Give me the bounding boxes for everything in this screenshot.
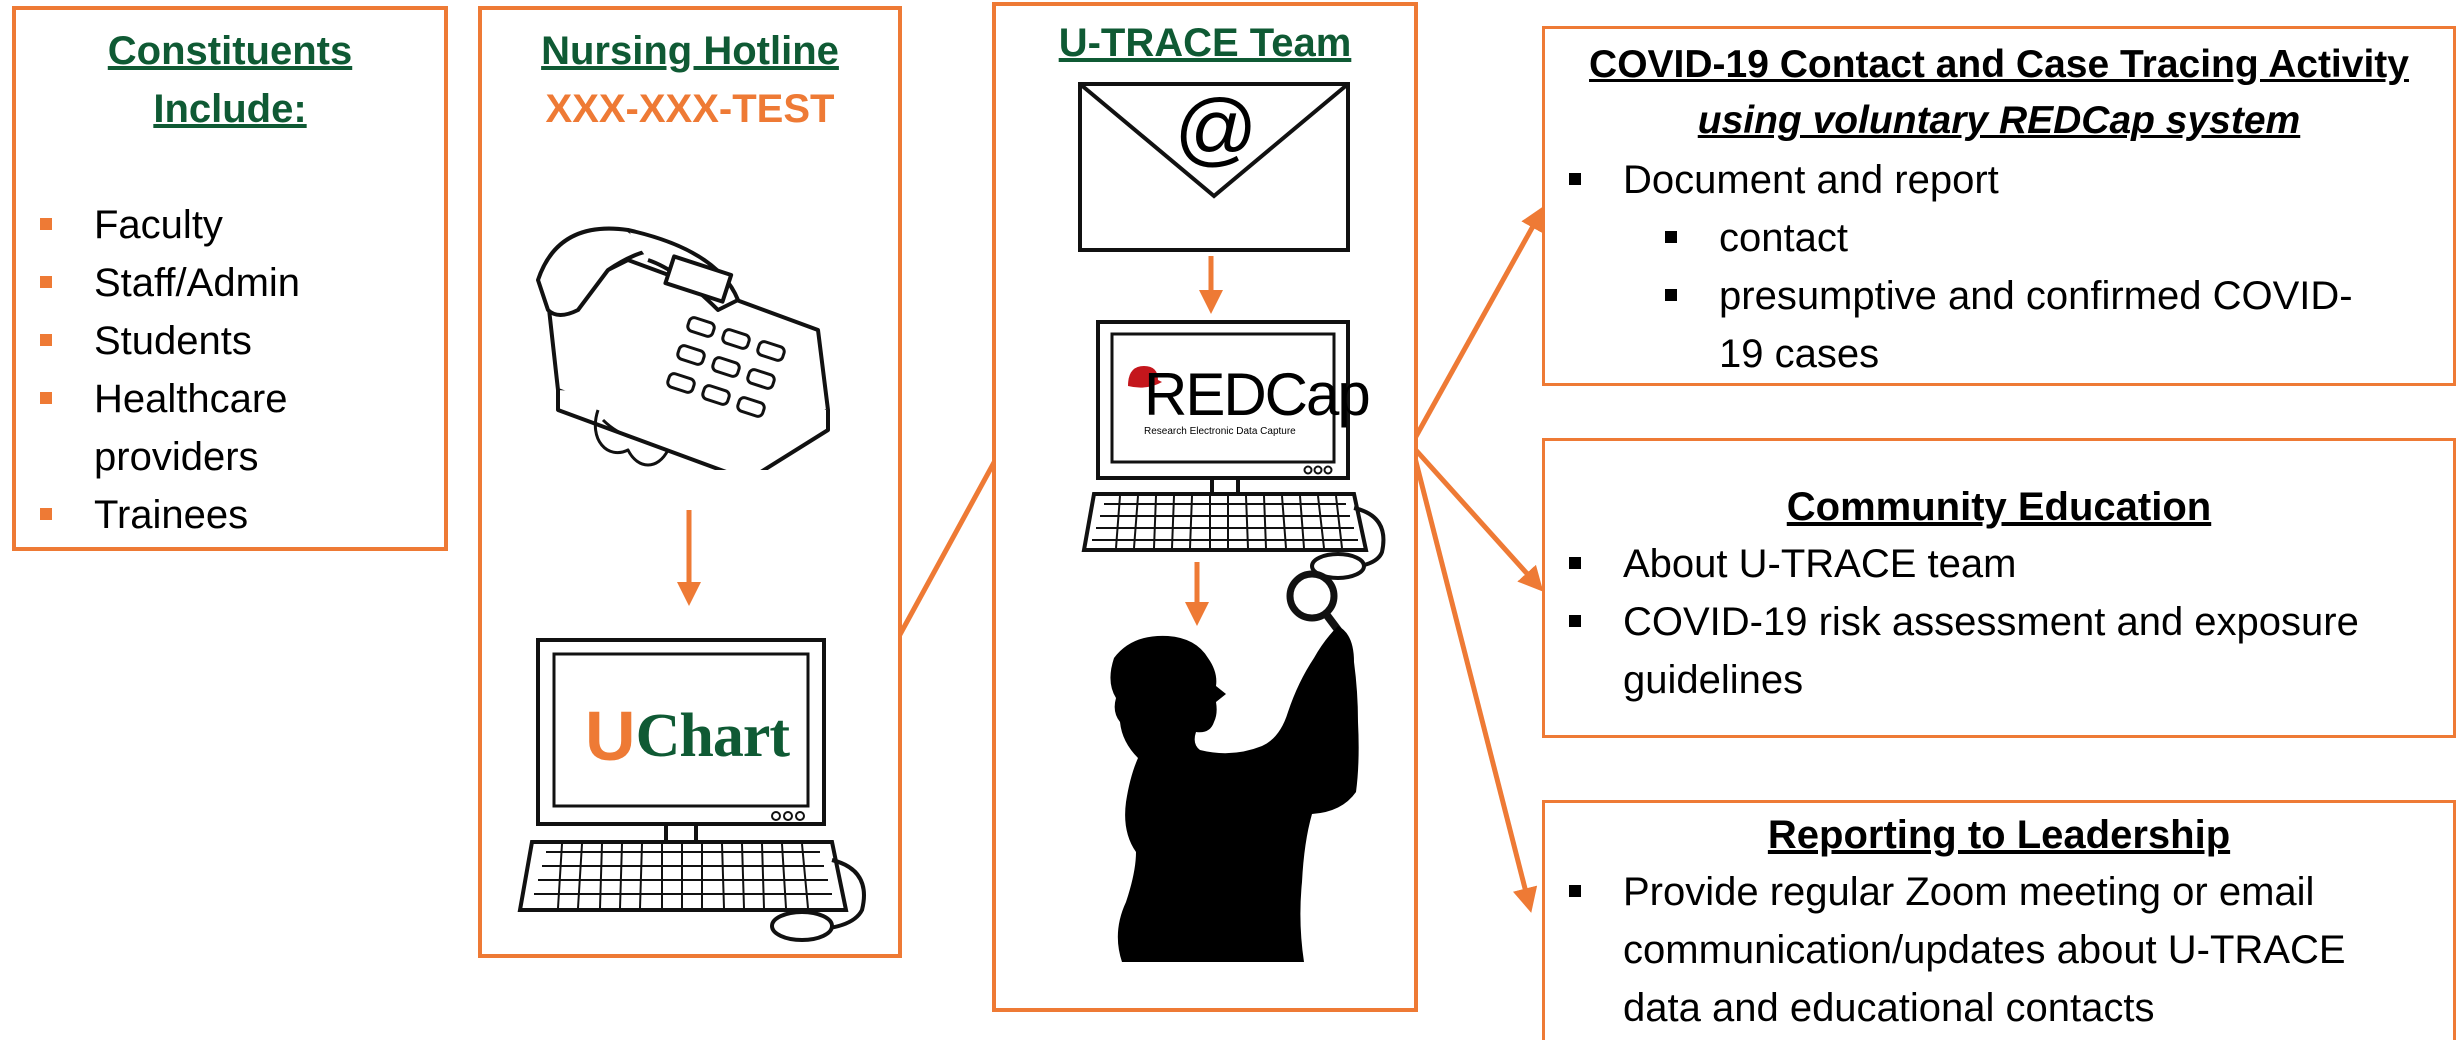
- tracing-box: COVID-19 Contact and Case Tracing Activi…: [1542, 26, 2456, 386]
- tracing-title: COVID-19 Contact and Case Tracing Activi…: [1589, 43, 2409, 86]
- tracing-subitem-contact: contact: [1661, 209, 2353, 267]
- redcap-logo-tagline: Research Electronic Data Capture: [1144, 426, 1296, 437]
- education-item-risk-line1: COVID-19 risk assessment and exposure: [1623, 600, 2359, 644]
- list-item-staff-admin: Staff/Admin: [38, 254, 300, 312]
- hotline-number: XXX-XXX-TEST: [545, 87, 835, 131]
- hotline-title: Nursing Hotline: [541, 29, 839, 73]
- constituents-title-line2: Include:: [153, 87, 307, 131]
- arrow-icon: [1185, 562, 1209, 626]
- education-title: Community Education: [1786, 485, 2212, 529]
- arrow-team-to-education: [1412, 446, 1544, 592]
- arrow-team-to-tracing: [1411, 205, 1545, 442]
- list-item-providers-continuation: providers: [94, 435, 259, 479]
- education-item-about: About U-TRACE team: [1565, 535, 2359, 593]
- leadership-item-line3: data and educational contacts: [1623, 986, 2155, 1030]
- leadership-list: Provide regular Zoom meeting or email co…: [1565, 863, 2346, 1037]
- uchart-logo: U Chart: [564, 688, 810, 784]
- education-box: Community Education About U-TRACE team C…: [1542, 438, 2456, 738]
- tracing-item-document: Document and report: [1565, 151, 1999, 209]
- magnifier-person-icon: [1110, 570, 1359, 962]
- leadership-item-line2: communication/updates about U-TRACE: [1623, 928, 2346, 972]
- education-item-risk-line2: guidelines: [1623, 658, 1804, 702]
- computer-icon: [1081, 320, 1386, 580]
- computer-icon: [517, 638, 866, 942]
- leadership-item-reporting: Provide regular Zoom meeting or email co…: [1565, 863, 2346, 1037]
- tracing-sublist: contact presumptive and confirmed COVID-…: [1661, 209, 2353, 383]
- arrow-icon: [677, 510, 701, 606]
- telephone-icon: [536, 226, 830, 470]
- list-item-trainees: Trainees: [38, 486, 300, 544]
- list-item-faculty: Faculty: [38, 196, 300, 254]
- hotline-box: Nursing Hotline XXX-XXX-TEST: [478, 6, 902, 958]
- list-item-healthcare: Healthcare: [38, 370, 300, 428]
- redcap-logo-text: REDCap: [1144, 361, 1371, 428]
- team-title: U-TRACE Team: [1058, 21, 1352, 65]
- tracing-subtitle: using voluntary REDCap system: [1697, 99, 2301, 142]
- arrow-team-to-leadership: [1411, 453, 1538, 913]
- list-item-students: Students: [38, 312, 300, 370]
- uchart-logo-text: Chart: [635, 702, 790, 770]
- uchart-logo-u: U: [585, 697, 636, 775]
- tracing-list: Document and report: [1565, 151, 1999, 209]
- redcap-hat-icon: [1128, 366, 1162, 388]
- email-at-symbol: @: [1174, 83, 1258, 174]
- leadership-item-line1: Provide regular Zoom meeting or email: [1623, 870, 2315, 914]
- leadership-box: Reporting to Leadership Provide regular …: [1542, 800, 2456, 1040]
- tracing-subitem-cases: presumptive and confirmed COVID- 19 case…: [1661, 267, 2353, 383]
- tracing-subitem-cases-line2: 19 cases: [1719, 332, 1880, 376]
- education-item-risk: COVID-19 risk assessment and exposure gu…: [1565, 593, 2359, 709]
- arrow-icon: [1199, 256, 1223, 314]
- team-box: U-TRACE Team @: [992, 2, 1418, 1012]
- envelope-icon: [1078, 82, 1350, 252]
- redcap-logo: REDCap Research Electronic Data Capture: [1118, 346, 1371, 446]
- constituents-list: Faculty Staff/Admin Students Healthcare …: [38, 196, 300, 544]
- constituents-box: Constituents Include: Faculty Staff/Admi…: [12, 6, 448, 551]
- education-list: About U-TRACE team COVID-19 risk assessm…: [1565, 535, 2359, 709]
- constituents-title-line1: Constituents: [107, 29, 353, 73]
- tracing-subitem-cases-line1: presumptive and confirmed COVID-: [1719, 274, 2353, 318]
- leadership-title: Reporting to Leadership: [1767, 813, 2231, 857]
